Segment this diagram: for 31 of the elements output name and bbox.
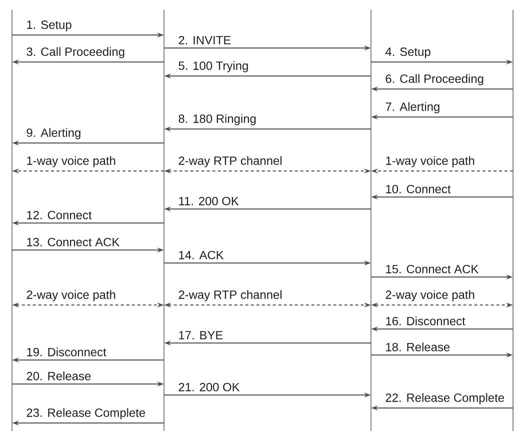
edge-label: 2-way RTP channel: [177, 155, 284, 168]
edge-label: 3. Call Proceeding: [25, 46, 126, 60]
lifeline: [512, 10, 514, 431]
edge-label: 11. 200 OK: [177, 196, 240, 206]
edge-label: 6. Call Proceeding: [384, 73, 485, 86]
edge-label: 12. Connect: [25, 210, 93, 220]
edge-label: 2-way voice path: [384, 289, 476, 302]
edge-label: 1-way voice path: [25, 155, 117, 168]
edge-label: 9. Alerting: [25, 127, 82, 140]
edge-label: 15. Connect ACK: [384, 264, 480, 274]
edge-label: 7. Alerting: [384, 101, 442, 114]
edge-label: 16. Disconnect: [384, 316, 466, 326]
edge-label: 5. 100 Trying: [177, 60, 250, 74]
edge-label: 2-way voice path: [25, 289, 117, 302]
edge-label: 19. Disconnect: [25, 346, 108, 358]
edge-label: 20. Release: [25, 370, 92, 382]
edge-label: 10. Connect: [384, 184, 452, 194]
edge-label: 4. Setup: [384, 46, 432, 60]
edge-label: 2-way RTP channel: [177, 289, 284, 302]
edge-label: 18. Release: [384, 342, 452, 352]
edge-label: 23. Release Complete: [25, 407, 147, 420]
edge-label: 8. 180 Ringing: [177, 113, 258, 126]
edge-label: 1. Setup: [25, 19, 73, 32]
edge-label: 17. BYE: [177, 330, 224, 340]
edge-label: 21. 200 OK: [177, 382, 241, 392]
edge-label: 14. ACK: [177, 250, 225, 260]
edge-label: 22. Release Complete: [384, 392, 506, 406]
edge-label: 1-way voice path: [384, 155, 476, 168]
edge-label: 2. INVITE: [177, 34, 232, 46]
lifeline: [370, 10, 372, 431]
edge-label: 13. Connect ACK: [25, 236, 121, 248]
